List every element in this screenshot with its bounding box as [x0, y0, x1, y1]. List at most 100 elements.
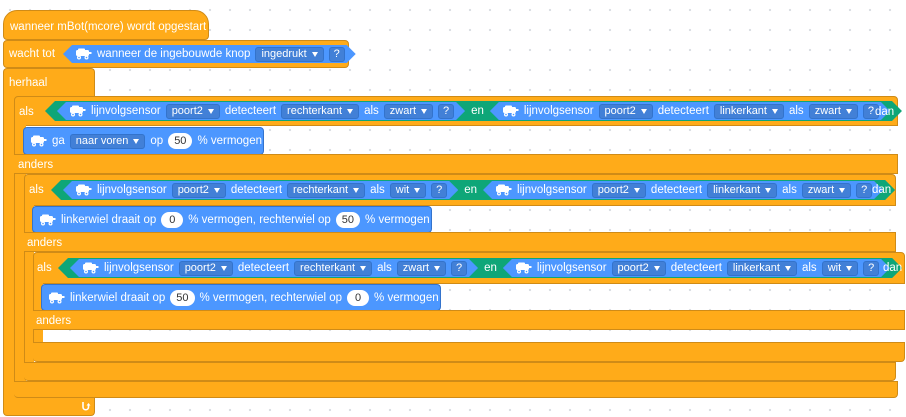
question-dropdown[interactable]: ?: [431, 183, 447, 198]
power-suffix: % vermogen: [197, 135, 262, 147]
side-dropdown[interactable]: rechterkant: [281, 104, 359, 119]
if2-arm: [24, 205, 34, 363]
als-label: als: [782, 184, 797, 196]
side-dropdown[interactable]: linkerkant: [727, 261, 797, 276]
right-power-input[interactable]: 50: [335, 211, 361, 228]
else-bar-3: anders: [33, 310, 905, 330]
mbot-robot-icon: [47, 292, 65, 304]
and-operator-3[interactable]: lijnvolgsensor poort2 detecteert rechter…: [58, 258, 902, 278]
move-prefix: ga: [52, 135, 65, 147]
button-state-dropdown[interactable]: ingedrukt: [255, 47, 323, 62]
mbot-robot-icon: [29, 135, 47, 147]
side-dropdown[interactable]: linkerkant: [707, 183, 777, 198]
else2-label: anders: [27, 237, 63, 249]
detects-label: detecteert: [670, 262, 722, 274]
and-label: en: [464, 184, 478, 196]
question-dropdown[interactable]: ?: [438, 104, 454, 119]
color-dropdown[interactable]: zwart: [384, 104, 433, 119]
mbot-robot-icon: [74, 184, 92, 196]
direction-dropdown[interactable]: naar voren: [69, 133, 146, 149]
left-wheel-label: linkerwiel draait op: [61, 213, 157, 226]
line-sensor-condition-1a[interactable]: lijnvolgsensor poort2 detecteert rechter…: [57, 102, 465, 120]
port-dropdown[interactable]: poort2: [179, 261, 233, 276]
power-input[interactable]: 50: [168, 133, 193, 149]
side-dropdown[interactable]: linkerkant: [714, 104, 784, 119]
question-dropdown[interactable]: ?: [856, 183, 872, 198]
power-suffix: % vermogen: [374, 291, 439, 304]
builtin-button-condition[interactable]: wanneer de ingebouwde knop ingedrukt ?: [63, 45, 356, 63]
set-wheels-block-2[interactable]: linkerwiel draait op 50 % vermogen, rech…: [41, 284, 441, 311]
and-label: en: [484, 262, 497, 274]
when-started-hat-block[interactable]: wanneer mBot(mcore) wordt opgestart: [3, 10, 209, 40]
button-question-dropdown[interactable]: ?: [329, 47, 345, 62]
side-dropdown[interactable]: rechterkant: [287, 183, 365, 198]
wait-until-block[interactable]: wacht tot wanneer de ingebouwde knop ing…: [3, 40, 349, 68]
if3-then-label: dan: [883, 262, 903, 274]
and-operator-1[interactable]: lijnvolgsensor poort2 detecteert rechter…: [45, 101, 902, 121]
line-sensor-condition-3a[interactable]: lijnvolgsensor poort2 detecteert rechter…: [70, 259, 478, 277]
right-power-input[interactable]: 0: [347, 289, 370, 306]
forever-block-arm: [3, 96, 15, 397]
sensor-label: lijnvolgsensor: [517, 184, 587, 196]
mbot-robot-icon: [81, 262, 99, 274]
question-dropdown[interactable]: ?: [451, 261, 467, 276]
detects-label: detecteert: [650, 184, 703, 196]
line-sensor-condition-2a[interactable]: lijnvolgsensor poort2 detecteert rechter…: [63, 181, 458, 199]
if-else-block-2[interactable]: als lijnvolgsensor poort2 detecteert rec…: [24, 174, 896, 206]
forever-block-top[interactable]: herhaal: [3, 68, 95, 98]
port-dropdown[interactable]: poort2: [599, 104, 653, 119]
set-wheels-block-1[interactable]: linkerwiel draait op 0 % vermogen, recht…: [32, 206, 432, 233]
mbot-robot-icon: [74, 48, 92, 60]
and-operator-2[interactable]: lijnvolgsensor poort2 detecteert rechter…: [51, 180, 895, 200]
color-dropdown[interactable]: zwart: [397, 261, 446, 276]
detects-label: detecteert: [657, 105, 709, 117]
als-label: als: [801, 262, 817, 274]
empty-else-slot[interactable]: [43, 330, 67, 344]
question-dropdown[interactable]: ?: [863, 104, 879, 119]
if1-label: als: [19, 106, 34, 118]
repeat-arrow-icon: [82, 402, 91, 411]
port-dropdown[interactable]: poort2: [612, 261, 666, 276]
left-power-input[interactable]: 0: [161, 211, 184, 228]
line-sensor-condition-2b[interactable]: lijnvolgsensor poort2 detecteert linkerk…: [483, 181, 883, 199]
power-suffix: % vermogen: [365, 213, 430, 226]
hat-label: wanneer mBot(mcore) wordt opgestart: [10, 21, 207, 33]
color-dropdown[interactable]: zwart: [802, 183, 851, 198]
color-dropdown[interactable]: wit: [390, 183, 426, 198]
side-dropdown[interactable]: rechterkant: [294, 261, 372, 276]
als-label: als: [377, 262, 392, 274]
chevron-down-icon: [312, 52, 318, 57]
question-dropdown[interactable]: ?: [863, 261, 879, 276]
wait-label: wacht tot: [9, 48, 56, 60]
forever-label: herhaal: [9, 77, 48, 89]
mbot-robot-icon: [501, 105, 519, 117]
if3-label: als: [37, 262, 52, 274]
sensor-label: lijnvolgsensor: [523, 105, 594, 117]
detects-label: detecteert: [224, 105, 277, 117]
mbot-robot-icon: [494, 184, 512, 196]
color-dropdown[interactable]: wit: [822, 261, 858, 276]
port-dropdown[interactable]: poort2: [166, 104, 220, 119]
port-dropdown[interactable]: poort2: [172, 183, 226, 198]
op-label: op: [150, 135, 164, 147]
als-label: als: [788, 105, 804, 117]
color-dropdown[interactable]: zwart: [809, 104, 858, 119]
if-else-block-3[interactable]: als lijnvolgsensor poort2 detecteert rec…: [33, 252, 905, 284]
move-forward-block[interactable]: ga naar voren op 50 % vermogen: [23, 127, 264, 155]
button-sensor-label: wanneer de ingebouwde knop: [97, 48, 251, 60]
forever-block-bottom: [3, 396, 95, 416]
sensor-label: lijnvolgsensor: [97, 184, 167, 196]
if-else-block-1[interactable]: als lijnvolgsensor poort2 detecteert rec…: [14, 96, 898, 126]
port-dropdown[interactable]: poort2: [592, 183, 646, 198]
if2-then-label: dan: [872, 184, 892, 196]
mbot-robot-icon: [514, 262, 532, 274]
line-sensor-condition-1b[interactable]: lijnvolgsensor poort2 detecteert linkerk…: [490, 102, 890, 120]
line-sensor-condition-3b[interactable]: lijnvolgsensor poort2 detecteert linkerk…: [503, 259, 890, 277]
left-power-input[interactable]: 50: [170, 289, 195, 306]
if1-bottom: [14, 381, 898, 398]
else-bar-2: anders: [24, 232, 896, 252]
if2-label: als: [29, 184, 44, 196]
if2-bottom: [24, 362, 896, 381]
sensor-label: lijnvolgsensor: [104, 262, 174, 274]
mbot-robot-icon: [38, 214, 56, 226]
